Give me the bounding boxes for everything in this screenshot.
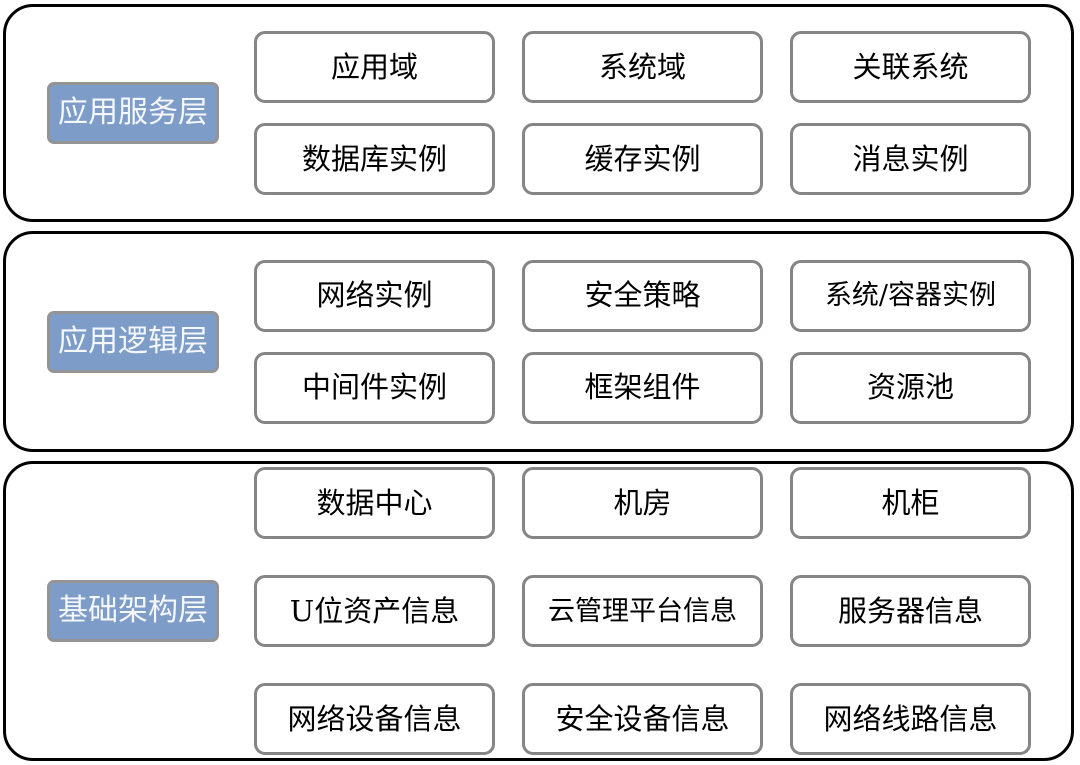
layer-label-cell: 应用服务层 [6,7,254,219]
node-row: 数据中心 机房 机柜 [254,467,1057,539]
node-resource-pool[interactable]: 资源池 [790,351,1031,424]
layer-application-service: 应用服务层 应用域 系统域 关联系统 数据库实例 缓存实例 消息实例 [3,4,1074,222]
layer-node-grid: 数据中心 机房 机柜 U位资产信息 云管理平台信息 服务器信息 网络设备信息 安… [254,464,1071,758]
node-data-center[interactable]: 数据中心 [254,467,495,539]
node-row: 中间件实例 框架组件 资源池 [254,351,1057,424]
layer-infrastructure: 基础架构层 数据中心 机房 机柜 U位资产信息 云管理平台信息 服务器信息 网络… [3,461,1074,761]
node-framework-component[interactable]: 框架组件 [522,351,763,424]
node-application-domain[interactable]: 应用域 [254,31,495,103]
node-network-instance[interactable]: 网络实例 [254,259,495,332]
node-related-system[interactable]: 关联系统 [790,31,1031,103]
layer-label-cell: 基础架构层 [6,464,254,758]
node-equipment-room[interactable]: 机房 [522,467,763,539]
layer-node-grid: 应用域 系统域 关联系统 数据库实例 缓存实例 消息实例 [254,7,1071,219]
node-system-domain[interactable]: 系统域 [522,31,763,103]
node-cloud-management-platform-info[interactable]: 云管理平台信息 [522,575,763,647]
node-row: 数据库实例 缓存实例 消息实例 [254,123,1057,195]
layer-label-cell: 应用逻辑层 [6,234,254,449]
node-security-device-info[interactable]: 安全设备信息 [522,683,763,755]
layer-label-application-logic: 应用逻辑层 [47,310,219,373]
node-server-info[interactable]: 服务器信息 [790,575,1031,647]
node-row: U位资产信息 云管理平台信息 服务器信息 [254,575,1057,647]
layer-application-logic: 应用逻辑层 网络实例 安全策略 系统/容器实例 中间件实例 框架组件 资源池 [3,231,1074,452]
node-middleware-instance[interactable]: 中间件实例 [254,351,495,424]
node-system-container-instance[interactable]: 系统/容器实例 [790,259,1031,332]
node-database-instance[interactable]: 数据库实例 [254,123,495,195]
node-security-policy[interactable]: 安全策略 [522,259,763,332]
node-network-device-info[interactable]: 网络设备信息 [254,683,495,755]
node-rack[interactable]: 机柜 [790,467,1031,539]
layer-node-grid: 网络实例 安全策略 系统/容器实例 中间件实例 框架组件 资源池 [254,234,1071,449]
node-row: 应用域 系统域 关联系统 [254,31,1057,103]
node-row: 网络实例 安全策略 系统/容器实例 [254,259,1057,332]
node-u-position-asset-info[interactable]: U位资产信息 [254,575,495,647]
node-cache-instance[interactable]: 缓存实例 [522,123,763,195]
node-network-line-info[interactable]: 网络线路信息 [790,683,1031,755]
layer-label-infrastructure: 基础架构层 [47,580,219,642]
node-row: 网络设备信息 安全设备信息 网络线路信息 [254,683,1057,755]
node-message-instance[interactable]: 消息实例 [790,123,1031,195]
layer-label-application-service: 应用服务层 [47,82,219,144]
